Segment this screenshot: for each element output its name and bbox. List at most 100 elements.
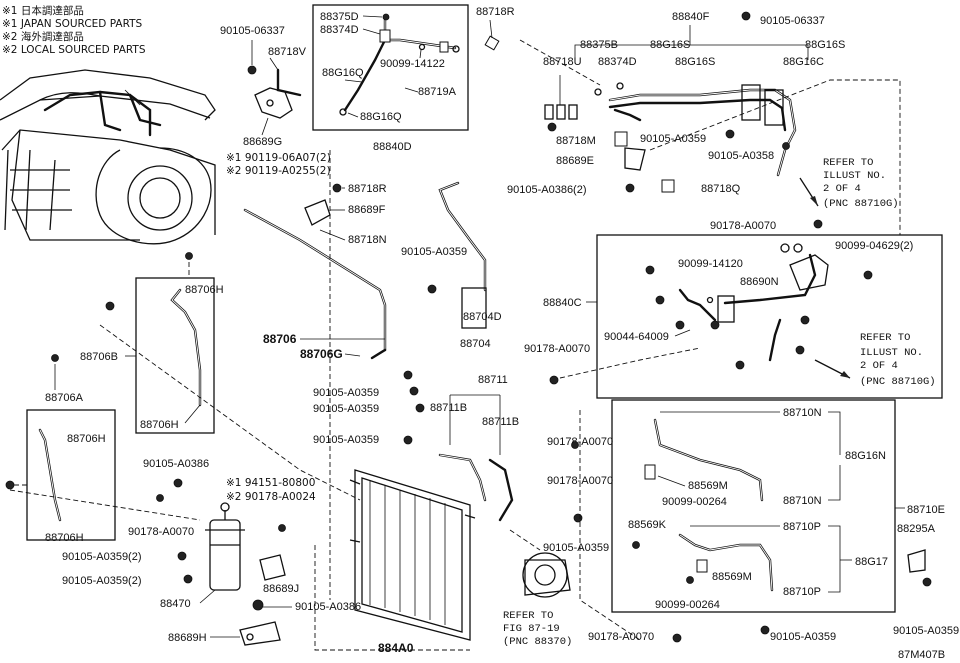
label-88706: 88706	[263, 332, 297, 346]
label-88g16n: 88G16N	[845, 450, 886, 462]
label-90105-a0386-a: 90105-A0386	[143, 458, 209, 470]
box-88710e	[611, 399, 896, 613]
refer-upper-line-1: REFER TO	[823, 157, 873, 169]
label-88840f: 88840F	[672, 11, 710, 23]
refer-fig-line-2: FIG 87-19	[503, 623, 560, 635]
label-88706h-a: 88706H	[185, 284, 224, 296]
label-90099-00264-b: 90099-00264	[655, 599, 720, 611]
label-88710p-b: 88710P	[783, 586, 821, 598]
vehicle-front-sketch	[0, 69, 216, 245]
compressor-sketch	[522, 552, 571, 598]
pipe-assy-88840c	[678, 243, 829, 362]
label-90178-a0070-c: 90178-A0070	[128, 526, 194, 538]
label-884a0: 884A0	[378, 641, 414, 655]
label-88840c: 88840C	[543, 297, 582, 309]
label-88719a: 88719A	[418, 86, 457, 98]
pipe-88710n	[644, 418, 764, 502]
label-90099-14120: 90099-14120	[678, 258, 743, 270]
label-90105-a0359-2a: 90105-A0359(2)	[62, 551, 142, 563]
refer-upper-line-3: 2 OF 4	[823, 183, 861, 195]
label-88689j: 88689J	[263, 583, 299, 595]
label-88704d: 88704D	[463, 311, 502, 323]
sensor-88718u	[544, 104, 578, 132]
receiver-88470	[205, 502, 245, 591]
legend-line-3: ※2 海外調達部品	[2, 30, 84, 43]
label-88689h: 88689H	[168, 632, 207, 644]
label-90178-a0070-e: 90178-A0070	[588, 631, 654, 643]
box-88706a	[26, 409, 116, 541]
label-88706b: 88706B	[80, 351, 118, 363]
label-88374d-b: 88374D	[598, 56, 637, 68]
label-90105-06337-b: 90105-06337	[760, 15, 825, 27]
label-90105-a0359-f-left: 90105-A0359	[543, 542, 609, 554]
refer-fig-line-1: REFER TO	[503, 610, 553, 622]
refer-mid-line-3: 2 OF 4	[860, 360, 898, 372]
label-90105-a0359-2b: 90105-A0359(2)	[62, 575, 142, 587]
note-94151-80800: ※1 94151-80800	[226, 477, 315, 489]
label-88704: 88704	[460, 338, 491, 350]
label-88711: 88711	[478, 374, 508, 386]
label-90178-a0070-a: 90178-A0070	[710, 220, 776, 232]
label-90105-a0359-c: 90105-A0359	[313, 387, 379, 399]
label-88710n-b: 88710N	[783, 495, 822, 507]
label-88g16s-b: 88G16S	[805, 39, 845, 51]
label-88689f: 88689F	[348, 204, 386, 216]
label-88689g: 88689G	[243, 136, 282, 148]
box-88706b	[135, 277, 215, 434]
legend-line-4: ※2 LOCAL SOURCED PARTS	[2, 44, 146, 56]
label-88375d: 88375D	[320, 11, 359, 23]
box-88840c	[596, 234, 943, 399]
pipe-88706h-upper	[170, 288, 202, 407]
refer-fig-line-3: (PNC 88370)	[503, 636, 572, 648]
label-88569m-b: 88569M	[712, 571, 752, 583]
label-90099-00264-a: 90099-00264	[662, 496, 727, 508]
label-88g17: 88G17	[855, 556, 888, 568]
label-88706h-b: 88706H	[140, 419, 179, 431]
label-90105-a0359-h: 90105-A0359	[893, 625, 959, 637]
bracket-88689h	[239, 621, 281, 646]
suction-hose-88840d	[339, 13, 460, 116]
sourcing-legend: ※1 日本調達部品 ※1 JAPAN SOURCED PARTS ※2 海外調達…	[2, 4, 146, 56]
label-88718u: 88718U	[543, 56, 582, 68]
pipe-88706h-lower	[38, 428, 62, 522]
label-88706h-d: 88706H	[45, 532, 84, 544]
label-88374d-a: 88374D	[320, 24, 359, 36]
label-90105-a0359-b: 90105-A0359	[401, 246, 467, 258]
pipe-88710p	[678, 533, 774, 592]
label-88711b-b: 88711B	[482, 416, 519, 428]
label-88710e: 88710E	[907, 504, 945, 516]
label-90105-a0386-b: 90105-A0386	[295, 601, 361, 613]
pipe-88706	[243, 208, 387, 360]
label-88718q: 88718Q	[701, 183, 741, 195]
label-88718n: 88718N	[348, 234, 387, 246]
label-88718r-a: 88718R	[476, 6, 515, 18]
label-88706h-c: 88706H	[67, 433, 106, 445]
label-88295a: 88295A	[897, 523, 936, 535]
hose-88711	[438, 453, 514, 522]
label-88710n-a: 88710N	[783, 407, 822, 419]
bracket-88689g	[254, 68, 302, 119]
label-88470: 88470	[160, 598, 191, 610]
note-90119-06a07: ※1 90119-06A07(2)	[226, 152, 331, 164]
refer-mid-line-2: ILLUST NO.	[860, 347, 923, 359]
label-90178-a0070-d-caption: 90178-A0070	[547, 475, 613, 487]
label-88g16c: 88G16C	[783, 56, 824, 68]
refer-upper-line-2: ILLUST NO.	[823, 170, 886, 182]
refer-mid-line-4: (PNC 88710G)	[860, 376, 936, 388]
note-90119-a0255: ※2 90119-A0255(2)	[226, 165, 331, 177]
condenser-884a0	[349, 469, 476, 641]
label-88718v: 88718V	[268, 46, 307, 58]
label-88718m: 88718M	[556, 135, 596, 147]
legend-line-2: ※1 JAPAN SOURCED PARTS	[2, 18, 143, 30]
box-88840d	[312, 4, 469, 131]
label-90178-a0070-b: 90178-A0070	[524, 343, 590, 355]
label-90105-a0386-2: 90105-A0386(2)	[507, 184, 587, 196]
hose-88704	[438, 181, 487, 329]
label-88569m-a: 88569M	[688, 480, 728, 492]
label-88g16q-b: 88G16Q	[360, 111, 402, 123]
note-90178-a0024: ※2 90178-A0024	[226, 491, 316, 503]
label-88706g: 88706G	[300, 347, 343, 361]
label-88706a: 88706A	[45, 392, 84, 404]
